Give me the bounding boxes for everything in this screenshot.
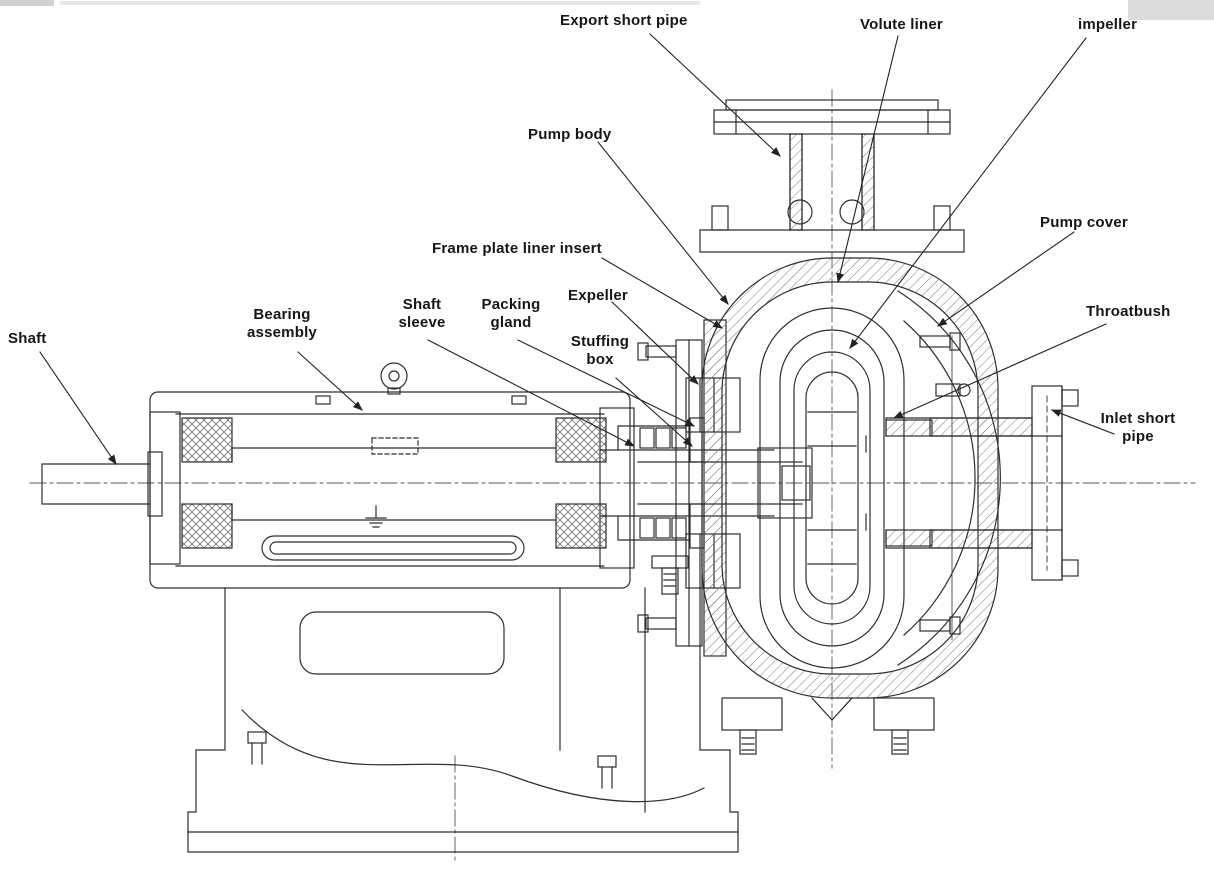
label-throatbush: Throatbush bbox=[1086, 303, 1171, 320]
label-expeller: Expeller bbox=[568, 287, 628, 304]
leader-stuffing-box bbox=[615, 377, 693, 447]
leader-shaft bbox=[39, 351, 117, 465]
leader-volute-liner bbox=[836, 35, 899, 284]
pump-body bbox=[699, 199, 999, 755]
drain-curve bbox=[241, 709, 705, 803]
label-export-short-pipe: Export short pipe bbox=[560, 12, 688, 29]
leader-packing-gland bbox=[517, 339, 695, 427]
lifting-lug bbox=[839, 199, 865, 225]
stuffing-box-assembly bbox=[599, 417, 775, 595]
label-packing-gland: Packing gland bbox=[481, 296, 541, 332]
leader-pump-cover bbox=[937, 231, 1075, 327]
label-impeller: impeller bbox=[1078, 16, 1138, 33]
label-stuffing-box: Stuffing box bbox=[570, 333, 630, 369]
impeller-hub bbox=[757, 447, 813, 519]
leader-inlet-pipe bbox=[1050, 409, 1115, 435]
label-volute-liner: Volute liner bbox=[860, 16, 943, 33]
volute-liner bbox=[759, 307, 905, 669]
leader-bearing-assembly bbox=[297, 351, 363, 411]
level-symbol bbox=[365, 505, 387, 528]
leader-export-pipe bbox=[649, 33, 781, 157]
label-frame-plate-liner-insert: Frame plate liner insert bbox=[432, 240, 602, 257]
base-pedestal bbox=[187, 587, 739, 853]
casing-top-flange bbox=[699, 229, 965, 253]
leader-pump-body bbox=[597, 141, 729, 305]
label-inlet-short-pipe: Inlet short pipe bbox=[1100, 410, 1176, 446]
shaft-sleeve bbox=[599, 449, 775, 517]
label-shaft: Shaft bbox=[8, 330, 47, 347]
bearing-assembly bbox=[149, 362, 635, 589]
pump-cover bbox=[897, 290, 1001, 666]
leader-expeller bbox=[611, 301, 699, 385]
leader-frame-plate bbox=[601, 257, 723, 329]
export-short-pipe bbox=[713, 99, 951, 231]
shaft bbox=[41, 451, 163, 517]
label-shaft-sleeve: Shaft sleeve bbox=[398, 296, 446, 332]
inlet-short-pipe bbox=[885, 385, 1079, 581]
label-bearing-assembly: Bearing assembly bbox=[247, 306, 317, 342]
centerlines bbox=[29, 89, 1196, 863]
eyebolt-icon bbox=[380, 362, 408, 390]
leader-throatbush bbox=[892, 323, 1107, 419]
leader-shaft-sleeve bbox=[427, 339, 635, 447]
leader-impeller bbox=[849, 37, 1087, 349]
leader-lines bbox=[39, 33, 1115, 465]
oil-cooler bbox=[261, 535, 525, 561]
impeller bbox=[637, 351, 871, 625]
label-pump-cover: Pump cover bbox=[1040, 214, 1128, 231]
label-pump-body: Pump body bbox=[528, 126, 612, 143]
